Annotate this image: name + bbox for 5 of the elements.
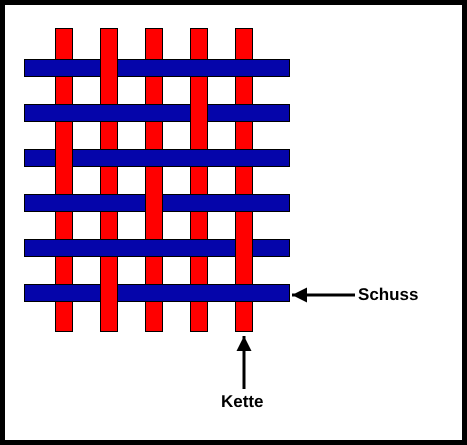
label-text: Kette — [221, 392, 264, 412]
weft-thread — [24, 284, 290, 302]
arrow — [292, 288, 355, 302]
arrow — [236, 336, 252, 389]
label-text: Schuss — [358, 285, 418, 305]
